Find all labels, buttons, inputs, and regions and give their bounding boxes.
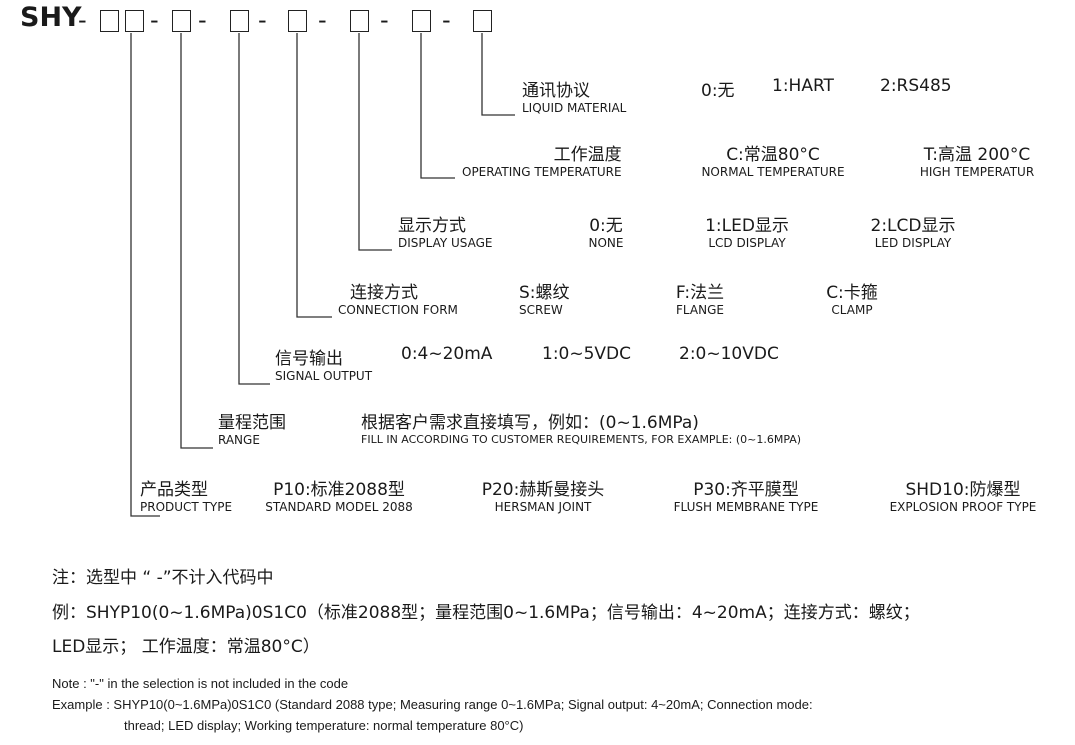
option-display-1: 1:LED显示 LCD DISPLAY <box>692 211 802 250</box>
option-product-SHD10: SHD10:防爆型 EXPLOSION PROOF TYPE <box>875 475 1051 514</box>
option-en: FLANGE <box>676 303 724 317</box>
option-en: NORMAL TEMPERATURE <box>701 165 845 179</box>
option-connection-C: C:卡箍 CLAMP <box>812 278 892 317</box>
option-cn: C:常温80°C <box>726 145 820 165</box>
segment-title-cn: 连接方式 <box>350 283 418 303</box>
option-cn: S:螺纹 <box>519 283 570 303</box>
code-box-signal <box>230 10 249 32</box>
segment-title-en: PRODUCT TYPE <box>140 500 233 514</box>
option-temperature-T: T:高温 200°C HIGH TEMPERATUR <box>908 140 1046 179</box>
option-cn: SHD10:防爆型 <box>905 480 1021 500</box>
option-en: FLUSH MEMBRANE TYPE <box>673 500 819 514</box>
option-product-P30: P30:齐平膜型 FLUSH MEMBRANE TYPE <box>662 475 830 514</box>
segment-title-en: OPERATING TEMPERATURE <box>462 165 622 179</box>
code-box-protocol <box>473 10 492 32</box>
code-separator: - <box>78 6 87 34</box>
segment-product-title: 产品类型 PRODUCT TYPE <box>140 475 232 514</box>
segment-title-cn: 显示方式 <box>398 216 466 236</box>
option-en: LCD DISPLAY <box>708 236 786 250</box>
option-cn: F:法兰 <box>675 283 725 303</box>
segment-title-cn: 产品类型 <box>140 480 208 500</box>
code-prefix: SHY <box>20 2 82 33</box>
option-protocol-0: 0:无 <box>701 81 735 101</box>
code-box-product-1 <box>100 10 119 32</box>
note-en: Note : "-" in the selection is not inclu… <box>52 676 349 691</box>
option-cn: C:卡箍 <box>826 283 878 303</box>
segment-title-cn: 通讯协议 <box>522 81 590 101</box>
connector-range <box>180 33 213 449</box>
option-protocol-2: 2:RS485 <box>880 76 952 96</box>
segment-display-title: 显示方式 DISPLAY USAGE <box>398 211 493 250</box>
option-cn: 0:无 <box>589 216 623 236</box>
option-display-2: 2:LCD显示 LED DISPLAY <box>858 211 968 250</box>
segment-connection-title: 连接方式 CONNECTION FORM <box>338 278 458 317</box>
segment-title-en: DISPLAY USAGE <box>398 236 493 250</box>
code-separator: - <box>318 6 327 34</box>
code-box-temperature <box>412 10 431 32</box>
option-cn: T:高温 200°C <box>923 145 1031 165</box>
option-cn: P30:齐平膜型 <box>693 480 799 500</box>
option-connection-S: S:螺纹 SCREW <box>519 278 570 317</box>
option-en: EXPLOSION PROOF TYPE <box>889 500 1037 514</box>
connector-temperature <box>420 33 455 179</box>
code-separator: - <box>198 6 207 34</box>
segment-title-cn: 信号输出 <box>275 349 343 369</box>
option-product-P20: P20:赫斯曼接头 HERSMAN JOINT <box>466 475 620 514</box>
connector-connection <box>296 33 332 318</box>
segment-title-en: CONNECTION FORM <box>338 303 458 317</box>
example-cn-line-2: LED显示； 工作温度：常温80°C） <box>52 637 320 657</box>
option-en: HIGH TEMPERATUR <box>919 165 1035 179</box>
connector-display <box>358 33 392 251</box>
option-cn: P20:赫斯曼接头 <box>481 480 605 500</box>
segment-title-en: SIGNAL OUTPUT <box>275 369 373 383</box>
segment-protocol-title: 通讯协议 LIQUID MATERIAL <box>522 76 626 115</box>
segment-title-en: RANGE <box>218 433 260 447</box>
code-box-product-2 <box>125 10 144 32</box>
segment-signal-title: 信号输出 SIGNAL OUTPUT <box>275 344 372 383</box>
option-en: SCREW <box>519 303 563 317</box>
option-cn: 根据客户需求直接填写，例如：(0~1.6MPa) <box>361 413 699 433</box>
option-signal-2: 2:0~10VDC <box>679 344 779 364</box>
connector-protocol <box>481 33 515 116</box>
note-cn: 注：选型中 “ -”不计入代码中 <box>52 568 274 588</box>
code-separator: - <box>380 6 389 34</box>
option-en: NONE <box>588 236 624 250</box>
option-connection-F: F:法兰 FLANGE <box>660 278 740 317</box>
code-box-display <box>350 10 369 32</box>
example-en-line-2: thread; LED display; Working temperature… <box>124 718 524 733</box>
option-range: 根据客户需求直接填写，例如：(0~1.6MPa) FILL IN ACCORDI… <box>361 408 801 446</box>
option-en: FILL IN ACCORDING TO CUSTOMER REQUIREMEN… <box>361 433 802 446</box>
connector-product <box>130 33 160 517</box>
option-cn: 1:LED显示 <box>705 216 789 236</box>
segment-range-title: 量程范围 RANGE <box>218 408 286 447</box>
option-display-0: 0:无 NONE <box>570 211 642 250</box>
option-en: STANDARD MODEL 2088 <box>265 500 413 514</box>
code-box-connection <box>288 10 307 32</box>
code-separator: - <box>258 6 267 34</box>
segment-title-en: LIQUID MATERIAL <box>522 101 627 115</box>
option-en: LED DISPLAY <box>874 236 952 250</box>
option-signal-0: 0:4~20mA <box>401 344 493 364</box>
example-en-line-1: Example : SHYP10(0~1.6MPa)0S1C0 (Standar… <box>52 697 813 712</box>
code-box-range <box>172 10 191 32</box>
option-cn: 2:LCD显示 <box>870 216 956 236</box>
connector-lines <box>130 33 515 517</box>
option-product-P10: P10:标准2088型 STANDARD MODEL 2088 <box>255 475 423 514</box>
code-separator: - <box>150 6 159 34</box>
example-cn-line-1: 例：SHYP10(0~1.6MPa)0S1C0（标准2088型；量程范围0~1.… <box>52 603 920 623</box>
code-separator: - <box>442 6 451 34</box>
option-protocol-1: 1:HART <box>772 76 834 96</box>
option-en: HERSMAN JOINT <box>494 500 592 514</box>
option-signal-1: 1:0~5VDC <box>542 344 632 364</box>
option-en: CLAMP <box>831 303 873 317</box>
segment-title-cn: 量程范围 <box>218 413 286 433</box>
option-cn: P10:标准2088型 <box>273 480 405 500</box>
option-temperature-C: C:常温80°C NORMAL TEMPERATURE <box>690 140 856 179</box>
segment-temperature-title: 工作温度 OPERATING TEMPERATURE <box>462 140 622 179</box>
segment-title-cn: 工作温度 <box>553 145 622 165</box>
connector-signal <box>238 33 270 385</box>
